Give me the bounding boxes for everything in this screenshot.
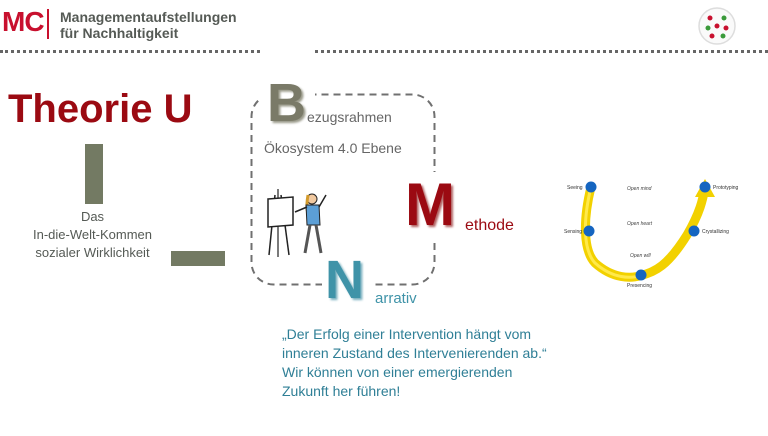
quote: „Der Erfolg einer Intervention hängt vom… [282, 325, 547, 401]
label-prototyping: Prototyping [713, 185, 739, 191]
logo-mc: MC [2, 6, 45, 37]
frame-gap-n [322, 255, 372, 305]
label-seeing: Seeing [567, 185, 583, 191]
logo-line-1: Managementaufstellungen [60, 9, 237, 25]
node-prototyping [699, 181, 711, 193]
label-methode: ethode [465, 217, 514, 234]
quote-line-3: Wir können von einer emergierenden [282, 364, 513, 380]
horizontal-bar [171, 251, 225, 266]
quote-line-1: „Der Erfolg einer Intervention hängt vom [282, 326, 532, 342]
letter-n: N [325, 250, 364, 310]
page-title: Theorie U [8, 87, 193, 131]
letter-m: M [405, 171, 455, 238]
description-line-2: In-die-Welt-Kommen [33, 227, 152, 242]
quote-line-2: inneren Zustand des Intervenierenden ab.… [282, 345, 547, 361]
label-open-heart: Open heart [627, 221, 653, 227]
header-dotted-line-right [315, 50, 768, 53]
node-crystallizing [688, 225, 700, 237]
label-sensing: Sensing [564, 229, 582, 235]
node-sensing [583, 225, 595, 237]
node-seeing [585, 181, 597, 193]
letter-b: B [267, 73, 306, 133]
frame-gap-m [404, 172, 464, 238]
label-oekosystem: Ökosystem 4.0 Ebene [264, 140, 402, 156]
label-open-will: Open will [630, 253, 651, 259]
label-crystallizing: Crystallizing [702, 229, 729, 235]
description-line-3: sozialer Wirklichkeit [35, 245, 150, 260]
logo-line-2: für Nachhaltigkeit [60, 25, 179, 41]
label-open-mind: Open mind [627, 186, 652, 192]
vertical-bar [85, 144, 103, 204]
label-presencing: Presencing [627, 283, 652, 289]
u-curve [580, 182, 710, 282]
painter-illustration [267, 189, 327, 257]
description-line-1: Das [80, 209, 105, 224]
u-curve-highlight [583, 186, 644, 279]
corner-emblem-icon [698, 7, 736, 45]
quote-line-4: Zukunft her führen! [282, 383, 401, 399]
u-diagram: Seeing Sensing Presencing Crystallizing … [564, 179, 739, 289]
logo-divider [47, 9, 49, 39]
frame-gap-b [260, 70, 315, 130]
label-narrativ: arrativ [375, 290, 417, 307]
logo-title: Managementaufstellungen für Nachhaltigke… [60, 9, 237, 41]
label-bezugsrahmen: ezugsrahmen [307, 109, 392, 125]
header-dotted-line-left [0, 50, 260, 53]
node-presencing [635, 269, 647, 281]
description: Das In-die-Welt-Kommen sozialer Wirklich… [10, 208, 175, 262]
